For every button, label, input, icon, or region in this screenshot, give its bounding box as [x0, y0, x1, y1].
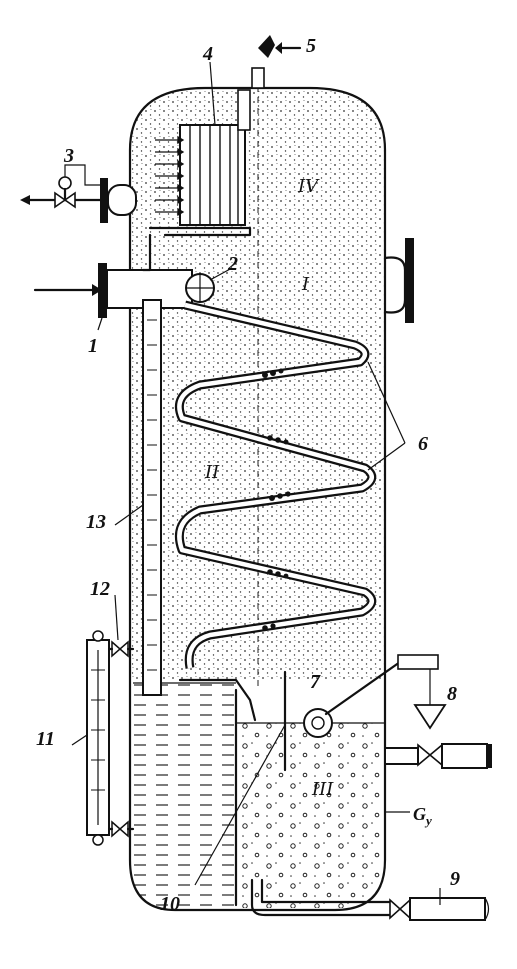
bottom-drain-pipe — [250, 878, 392, 917]
mist-eliminator-plates — [189, 125, 239, 225]
vessel-shell — [128, 86, 387, 912]
zone-II: II — [204, 462, 220, 483]
label-8: 8 — [447, 683, 457, 705]
valve-12-lower — [111, 820, 129, 838]
top-outlet-nozzle — [251, 67, 265, 89]
right-nozzle — [383, 256, 407, 314]
label-6: 6 — [418, 433, 428, 455]
zone-I: I — [301, 274, 310, 295]
right-outlet-pipe — [384, 747, 419, 765]
downcomer-ticks — [147, 319, 157, 671]
label-3: 3 — [63, 145, 74, 167]
label-13: 13 — [86, 511, 106, 533]
label-7: 7 — [310, 671, 321, 693]
liquid-right — [236, 723, 385, 908]
valve-12-upper — [111, 640, 129, 658]
valve-8-actuator — [413, 704, 447, 730]
level-label: Gу — [413, 804, 432, 828]
downcomer-13 — [142, 299, 162, 696]
upper-left-dome — [107, 184, 137, 216]
label-11: 11 — [36, 728, 55, 750]
valve-8-body — [417, 743, 443, 767]
right-flange — [405, 238, 414, 323]
label-5: 5 — [306, 35, 316, 57]
upper-left-flange — [100, 178, 108, 223]
mist-eliminator-tray — [148, 226, 252, 237]
mist-flow-arrows — [155, 135, 185, 217]
label-10: 10 — [160, 893, 180, 915]
liquid-left — [133, 683, 236, 908]
inlet-flange — [98, 263, 107, 318]
zone-IV: IV — [297, 176, 320, 197]
label-12: 12 — [90, 578, 110, 600]
partition-top — [178, 678, 257, 722]
valve-9-body — [389, 898, 411, 920]
label-2: 2 — [227, 253, 238, 275]
leader-lines — [71, 61, 441, 905]
shelf-droplets — [262, 368, 291, 631]
gauge-ticks — [91, 669, 105, 791]
outlet-arrow-icon — [258, 35, 275, 58]
zone-III: III — [311, 779, 334, 800]
label-4: 4 — [202, 43, 213, 65]
label-1: 1 — [88, 335, 98, 357]
label-9: 9 — [450, 868, 460, 890]
